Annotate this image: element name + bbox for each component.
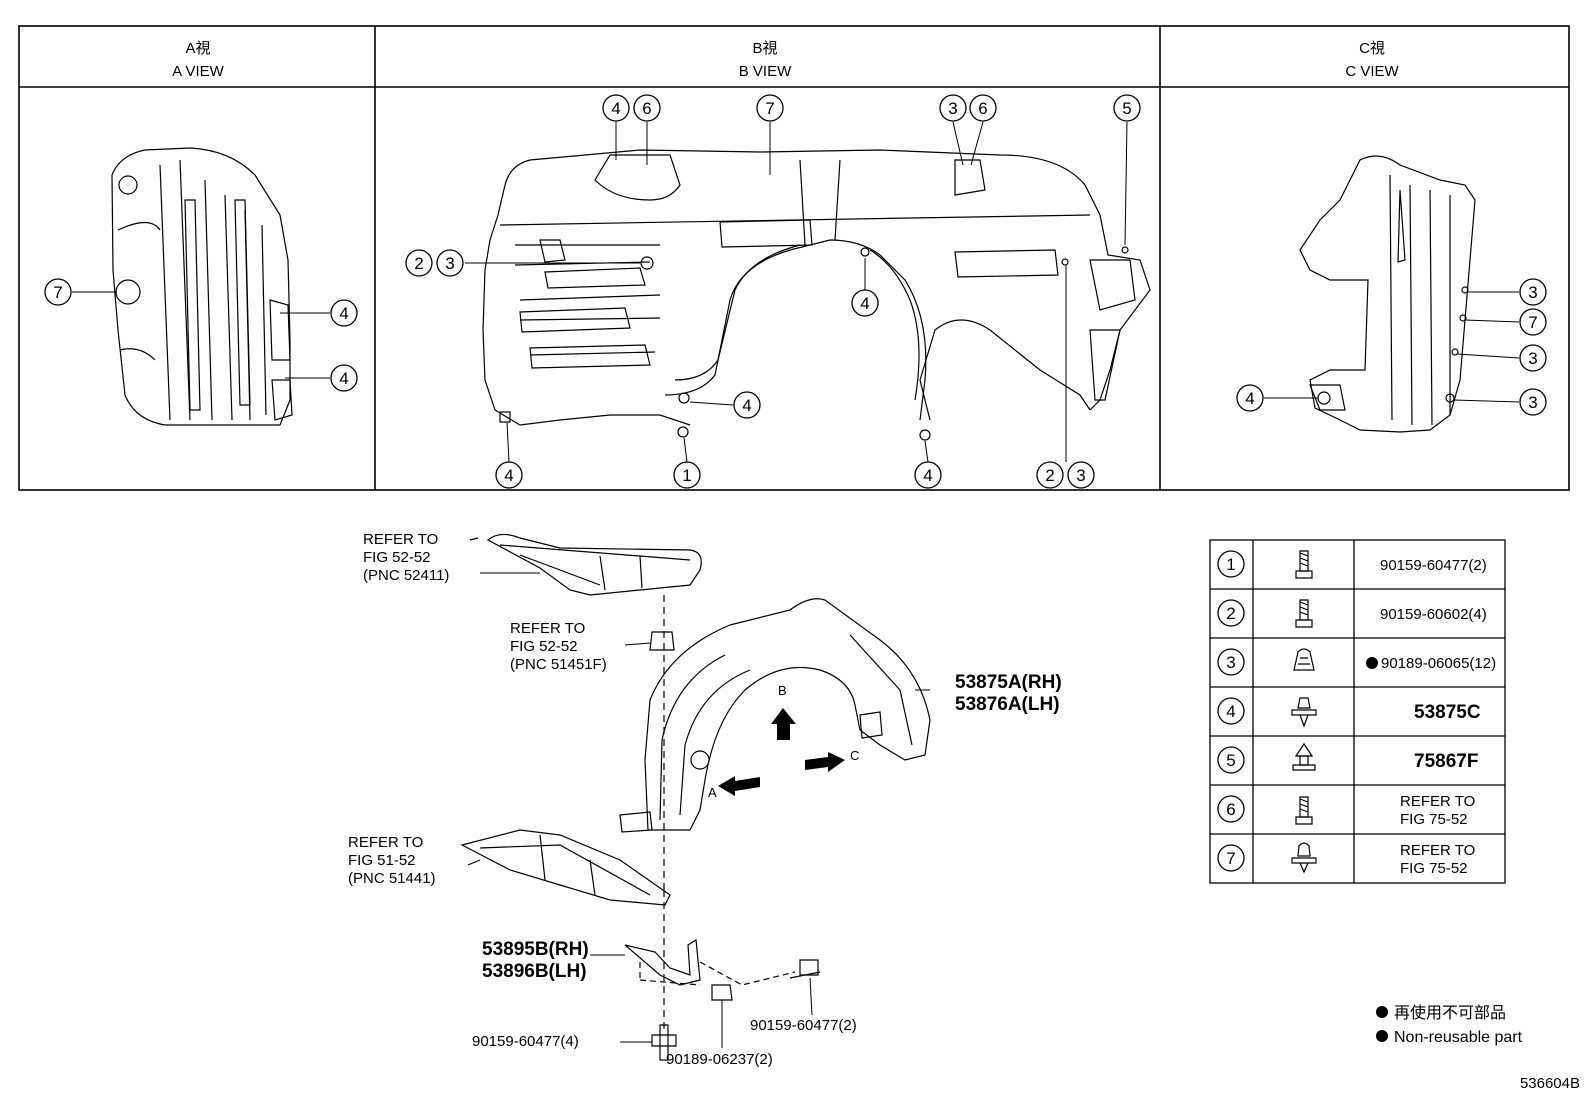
a-view-drawing bbox=[111, 147, 293, 426]
a-view-label: A VIEW bbox=[172, 63, 225, 80]
callout-numbers: 7 4 4 4 6 7 3 6 5 2 3 4 4 4 1 4 2 3 3 7 … bbox=[53, 99, 1537, 485]
note-jp: 再使用不可部品 bbox=[1394, 1004, 1506, 1022]
legend-num-7: 7 bbox=[1226, 849, 1235, 868]
legend-part-2: 90159-60602(4) bbox=[1380, 606, 1487, 623]
arrow-b-label: B bbox=[778, 683, 787, 698]
arrow-a-icon bbox=[718, 776, 760, 796]
arrow-c-icon bbox=[805, 752, 845, 772]
ref-51451f-line3: (PNC 51451F) bbox=[510, 656, 607, 673]
legend-num-2: 2 bbox=[1226, 604, 1235, 623]
assembly-labels: REFER TO FIG 52-52 (PNC 52411) REFER TO … bbox=[348, 531, 1062, 1068]
ref-52411-line1: REFER TO bbox=[363, 531, 438, 548]
callout-c-2: 7 bbox=[1528, 313, 1537, 332]
callout-b-8: 3 bbox=[445, 254, 454, 273]
ref-51441-line2: FIG 51-52 bbox=[348, 852, 416, 869]
legend-part-7-line2: FIG 75-52 bbox=[1400, 860, 1468, 877]
c-view-label: C VIEW bbox=[1345, 63, 1399, 80]
legend-icons bbox=[1291, 550, 1317, 874]
callout-b-11: 4 bbox=[504, 466, 513, 485]
callout-c-1: 3 bbox=[1528, 283, 1537, 302]
callout-c-5: 3 bbox=[1528, 393, 1537, 412]
ref-51441-line3: (PNC 51441) bbox=[348, 870, 436, 887]
legend-part-7-line1: REFER TO bbox=[1400, 842, 1475, 859]
exploded-assembly bbox=[460, 533, 931, 1061]
label-leaders bbox=[467, 572, 930, 1048]
legend-part-5: 75867F bbox=[1414, 751, 1478, 772]
callout-b-4: 3 bbox=[948, 99, 957, 118]
legend-num-4: 4 bbox=[1226, 702, 1235, 721]
callout-b-1: 4 bbox=[611, 99, 620, 118]
ref-51451f-line2: FIG 52-52 bbox=[510, 638, 578, 655]
callout-b-12: 1 bbox=[682, 466, 691, 485]
legend-num-1: 1 bbox=[1226, 555, 1235, 574]
bolt-right-label: 90159-60477(2) bbox=[750, 1017, 857, 1034]
callout-b-5: 6 bbox=[978, 99, 987, 118]
a-view-jp: A視 bbox=[185, 40, 210, 57]
non-reusable-dot bbox=[1366, 657, 1378, 669]
callout-circles bbox=[44, 94, 1547, 489]
callout-b-13: 4 bbox=[923, 466, 932, 485]
callout-b-15: 3 bbox=[1076, 466, 1085, 485]
clip-nut-icon bbox=[1293, 648, 1315, 671]
liner-lh-label: 53876A(LH) bbox=[955, 694, 1060, 715]
callout-b-14: 2 bbox=[1045, 466, 1054, 485]
note-dot-en bbox=[1376, 1030, 1388, 1042]
bolt-icon bbox=[1295, 796, 1313, 825]
callout-c-3: 3 bbox=[1528, 349, 1537, 368]
note-en: Non-reusable part bbox=[1394, 1029, 1523, 1046]
push-clip-icon bbox=[1292, 742, 1316, 771]
arrow-c-label: C bbox=[850, 748, 859, 763]
c-view-drawing bbox=[1299, 155, 1476, 433]
bolt-icon bbox=[1295, 550, 1313, 579]
callout-b-9: 4 bbox=[860, 294, 869, 313]
legend-numbers: 1 2 3 4 5 6 7 bbox=[1226, 555, 1235, 868]
ref-51451f-line1: REFER TO bbox=[510, 620, 585, 637]
arrow-a-label: A bbox=[708, 785, 717, 800]
view-frame bbox=[18, 25, 1570, 491]
ref-51441-line1: REFER TO bbox=[348, 834, 423, 851]
callout-b-6: 5 bbox=[1122, 99, 1131, 118]
arrow-b-icon bbox=[771, 708, 796, 740]
b-view-jp: B視 bbox=[752, 40, 777, 57]
c-view-jp: C視 bbox=[1359, 40, 1385, 57]
bolt-left-label: 90159-60477(4) bbox=[472, 1033, 579, 1050]
leader-lines bbox=[72, 121, 1520, 463]
callout-b-7: 2 bbox=[414, 254, 423, 273]
view-arrows bbox=[718, 708, 845, 796]
b-view-label: B VIEW bbox=[739, 63, 792, 80]
legend-num-3: 3 bbox=[1226, 653, 1235, 672]
bracket-rh-label: 53895B(RH) bbox=[482, 939, 589, 960]
legend-part-6-line1: REFER TO bbox=[1400, 793, 1475, 810]
legend-part-4: 53875C bbox=[1414, 702, 1481, 723]
legend-part-3: 90189-06065(12) bbox=[1381, 655, 1496, 672]
ref-52411-line3: (PNC 52411) bbox=[363, 567, 449, 584]
figure-id: 536604B bbox=[1520, 1075, 1580, 1092]
callout-b-3: 7 bbox=[765, 99, 774, 118]
callout-a-1: 7 bbox=[53, 283, 62, 302]
callout-c-4: 4 bbox=[1245, 389, 1254, 408]
liner-rh-label: 53875A(RH) bbox=[955, 672, 1062, 693]
callout-b-10: 4 bbox=[742, 396, 751, 415]
callout-b-2: 6 bbox=[642, 99, 651, 118]
ref-52411-line2: FIG 52-52 bbox=[363, 549, 431, 566]
legend-table bbox=[1209, 539, 1506, 884]
b-view-drawing bbox=[482, 149, 1151, 441]
push-clip-icon bbox=[1291, 842, 1317, 874]
legend-num-6: 6 bbox=[1226, 800, 1235, 819]
legend-num-5: 5 bbox=[1226, 751, 1235, 770]
callout-a-3: 4 bbox=[339, 369, 348, 388]
bracket-lh-label: 53896B(LH) bbox=[482, 961, 587, 982]
legend-part-1: 90159-60477(2) bbox=[1380, 557, 1487, 574]
bolt-icon bbox=[1295, 599, 1313, 628]
legend-parts: 90159-60477(2) 90159-60602(4) 90189-0606… bbox=[1366, 557, 1496, 877]
push-clip-icon bbox=[1291, 697, 1317, 728]
note-dot-jp bbox=[1376, 1006, 1388, 1018]
callout-a-2: 4 bbox=[339, 304, 348, 323]
legend-number-circles bbox=[1217, 550, 1245, 872]
nut-label: 90189-06237(2) bbox=[666, 1051, 773, 1068]
legend-part-6-line2: FIG 75-52 bbox=[1400, 811, 1468, 828]
